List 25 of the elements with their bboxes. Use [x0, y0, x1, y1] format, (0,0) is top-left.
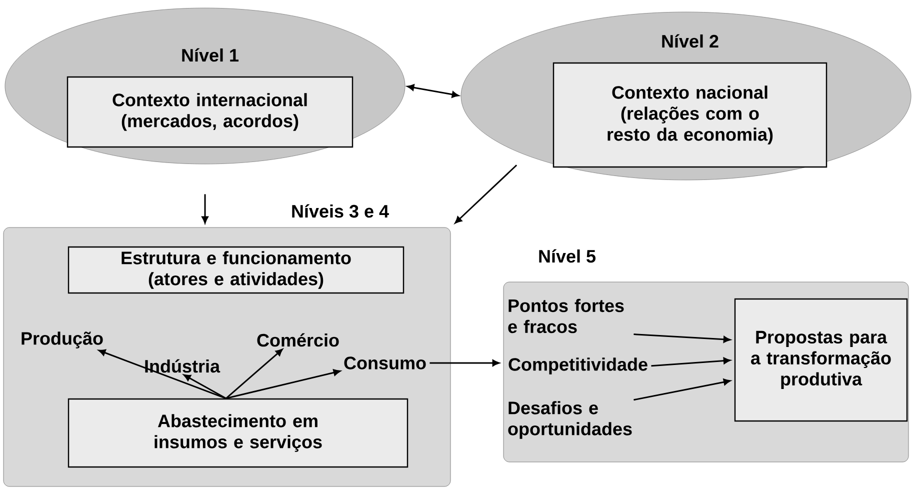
proposal-box: Propostas para a transformação produtiva — [734, 298, 908, 422]
activity-label: Comércio — [257, 333, 339, 347]
arrow — [454, 164, 518, 224]
context-box: Contexto internacional (mercados, acordos) — [66, 76, 354, 148]
node-label: Nível 5 — [539, 249, 596, 263]
factor-label: Competitividade — [508, 358, 648, 374]
structure-box: Estrutura e funcionamento (atores e atividades) — [68, 246, 404, 294]
node-label: Níveis 3 e 4 — [292, 204, 389, 218]
arrow — [98, 349, 226, 400]
supply-box: Abastecimento em insumos e serviços — [68, 398, 408, 468]
arrow — [634, 334, 731, 343]
arrow — [226, 369, 340, 400]
arrow — [430, 360, 500, 366]
arrow — [226, 348, 283, 399]
arrow — [634, 378, 731, 401]
arrow — [407, 84, 459, 98]
arrow — [202, 194, 208, 224]
arrow — [184, 374, 226, 400]
factor-label: Desafios e oportunidades — [508, 401, 632, 439]
arrow — [651, 357, 731, 367]
activity-label: Indústria — [145, 359, 220, 373]
activity-label: Consumo — [344, 356, 426, 370]
factor-label: Pontos fortes e fracos — [508, 298, 624, 334]
context-box: Contexto nacional (relações com o resto da economia) — [552, 62, 828, 168]
activity-label: Produção — [22, 332, 103, 348]
